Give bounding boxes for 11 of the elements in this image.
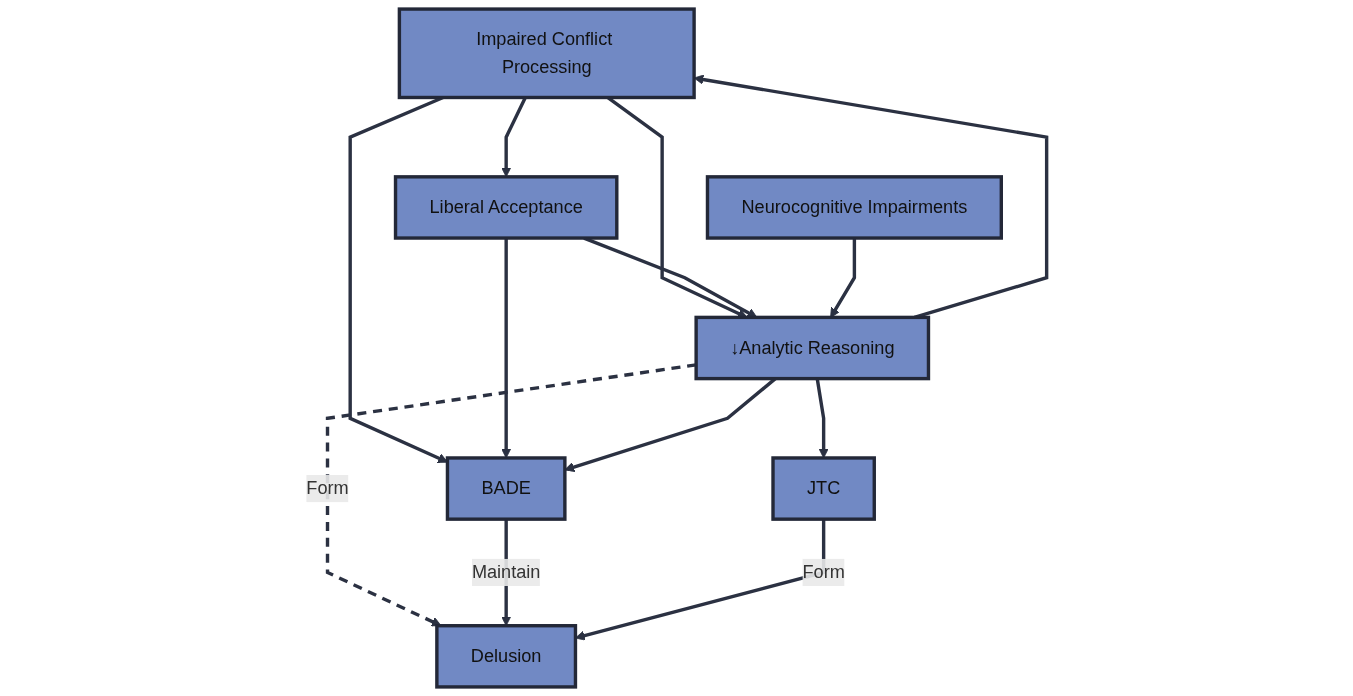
node-box: BADE [445,456,567,521]
edge-label: Form [306,478,349,498]
node-box: Delusion [435,624,578,689]
arrow [830,238,857,318]
edge-label: Form [802,562,845,582]
edge-label: Maintain [471,562,541,582]
node-box: Liberal Acceptance [393,175,619,240]
node-box: ↓Analytic Reasoning [694,315,931,381]
node-box: Impaired Conflict Processing [397,7,696,100]
node-box: JTC [771,456,876,521]
node-box: Neurocognitive Impairments [705,175,1003,240]
